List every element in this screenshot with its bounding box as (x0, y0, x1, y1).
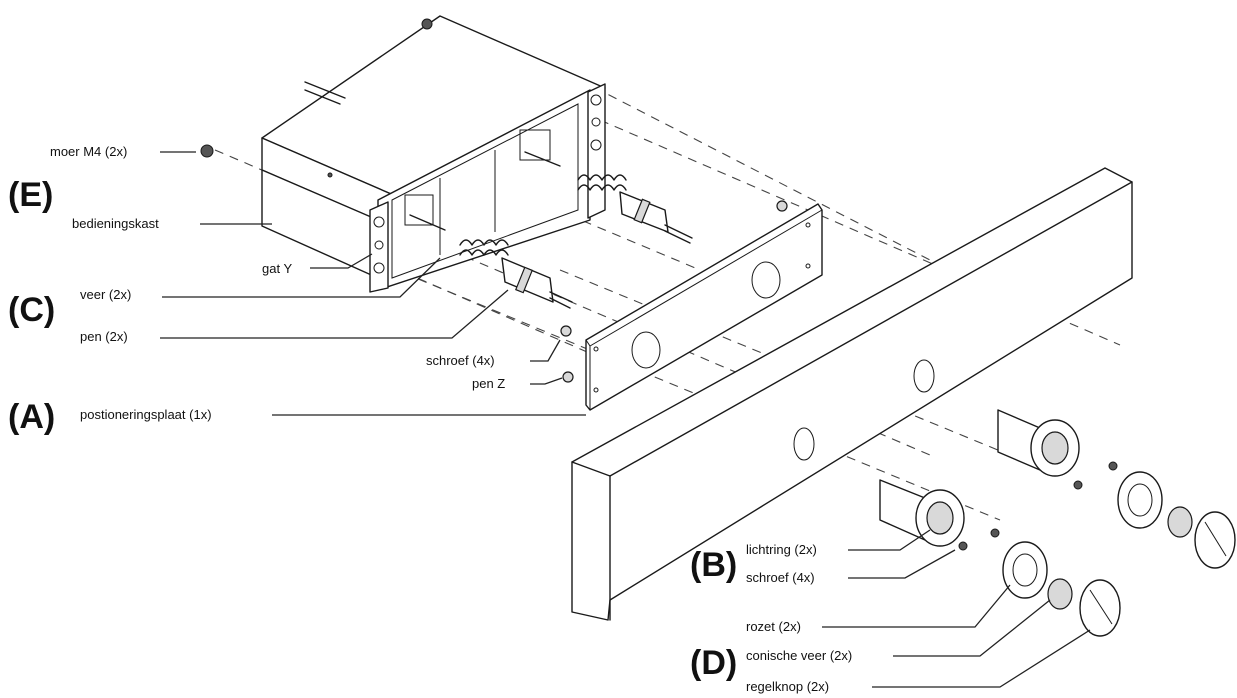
nut-icon (200, 144, 214, 158)
label-veer: veer (2x) (80, 287, 131, 302)
group-label-e: (E) (8, 176, 53, 214)
label-bedieningskast: bedieningskast (72, 216, 159, 231)
group-label-d: (D) (690, 644, 737, 682)
leader-lines (160, 151, 1091, 688)
light-ring-left (879, 479, 965, 547)
group-label-c: (C) (8, 291, 55, 329)
group-label-a: (A) (8, 398, 55, 436)
spring-pin-upper (577, 174, 693, 244)
label-regelknop: regelknop (2x) (746, 679, 829, 694)
light-ring-right (997, 409, 1080, 477)
screw-icon (560, 325, 572, 337)
label-moer-m4: moer M4 (2x) (50, 144, 127, 159)
positioning-plate (585, 203, 823, 411)
label-schroef-bottom: schroef (4x) (746, 570, 815, 585)
label-positioneringsplaat: postioneringsplaat (1x) (80, 407, 212, 422)
label-pen: pen (2x) (80, 329, 128, 344)
screw-icon (1108, 461, 1118, 471)
spring-pin-lower (459, 239, 573, 309)
screw-icon (776, 200, 788, 212)
label-lichtring: lichtring (2x) (746, 542, 817, 557)
screw-icon (562, 371, 574, 383)
knob-assembly-right (1117, 471, 1236, 569)
label-pen-z: pen Z (472, 376, 505, 391)
label-rozet: rozet (2x) (746, 619, 801, 634)
group-label-b: (B) (690, 546, 737, 584)
front-panel (571, 167, 1133, 621)
label-gat-y: gat Y (262, 261, 292, 276)
screw-icon (1073, 480, 1083, 490)
knob-assembly-left (1002, 541, 1121, 637)
label-schroef-top: schroef (4x) (426, 353, 495, 368)
control-box (261, 15, 606, 293)
label-conische-veer: conische veer (2x) (746, 648, 852, 663)
screw-icon (990, 528, 1000, 538)
screw-icon (958, 541, 968, 551)
